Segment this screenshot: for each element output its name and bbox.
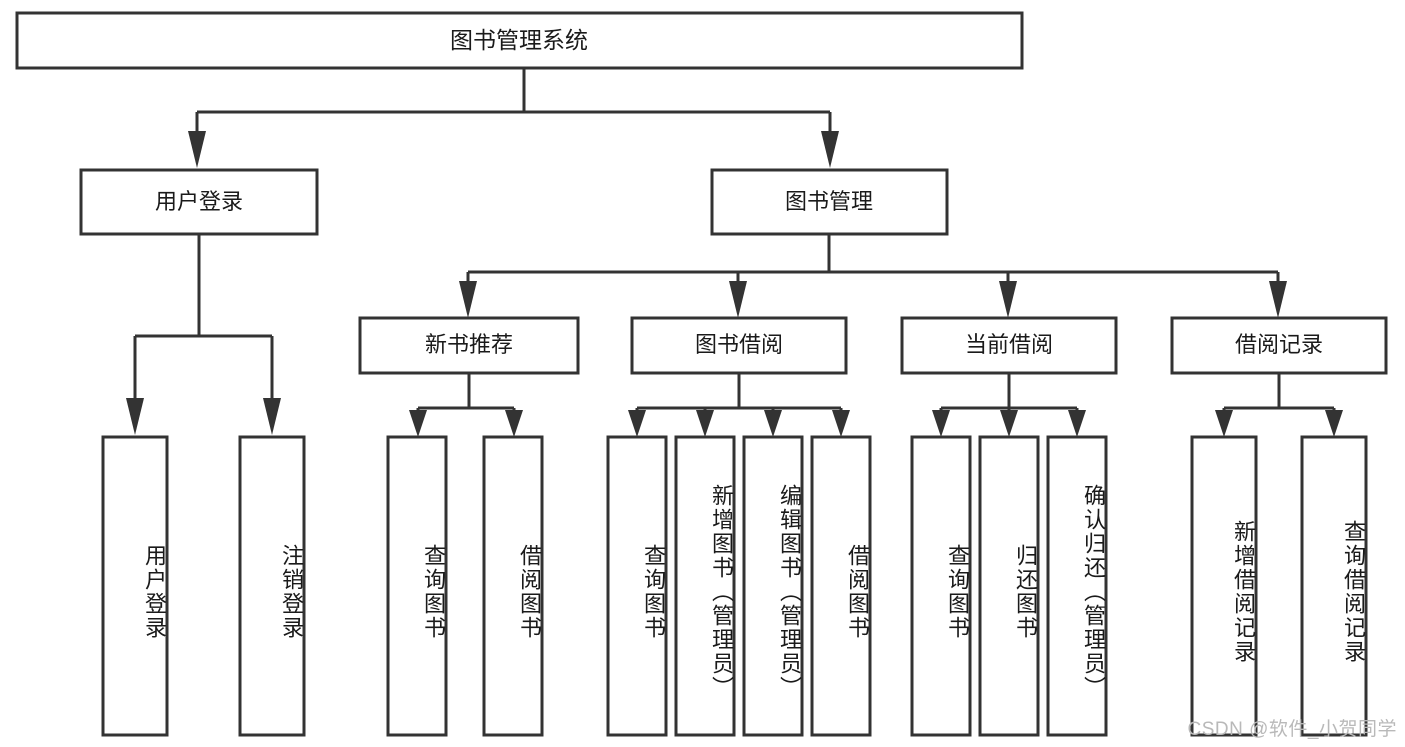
node-book-borrow-label: 图书借阅 — [695, 332, 783, 357]
node-borrow-record-box[interactable] — [1170, 316, 1388, 375]
leaf-box-bb-query[interactable] — [606, 435, 668, 737]
leaf-box-cb-query[interactable] — [910, 435, 972, 737]
arrowhead-user-login — [188, 131, 206, 168]
arrowhead-cb-leaf1 — [932, 410, 950, 437]
node-book-manage-label: 图书管理 — [785, 189, 873, 214]
arrowhead-nb-leaf1 — [409, 410, 427, 437]
leaf-box-logout[interactable] — [238, 435, 306, 737]
node-root-label: 图书管理系统 — [450, 27, 588, 53]
arrowhead-book-manage — [821, 131, 839, 168]
arrowhead-br-leaf1 — [1215, 410, 1233, 437]
arrowhead-bb-leaf1 — [628, 410, 646, 437]
node-book-borrow[interactable]: 图书借阅 — [630, 316, 848, 375]
arrowhead-leaf-user-login — [126, 398, 144, 435]
node-borrow-record-label: 借阅记录 — [1235, 332, 1323, 357]
arrowhead-new-book — [459, 281, 477, 318]
node-user-login[interactable]: 用户登录 — [79, 168, 319, 236]
node-root-box[interactable] — [15, 11, 1024, 70]
node-current-borrow[interactable]: 当前借阅 — [900, 316, 1118, 375]
arrowhead-cb-leaf2 — [1000, 410, 1018, 437]
leaf-box-cb-confirm[interactable] — [1046, 435, 1108, 737]
node-current-borrow-box[interactable] — [900, 316, 1118, 375]
arrowhead-current-borrow — [999, 281, 1017, 318]
leaf-box-br-query[interactable] — [1300, 435, 1368, 737]
leaf-box-bb-borrow[interactable] — [810, 435, 872, 737]
arrowhead-bb-leaf4 — [832, 410, 850, 437]
arrowhead-nb-leaf2 — [505, 410, 523, 437]
node-root[interactable]: 图书管理系统 — [15, 11, 1024, 70]
arrowhead-book-borrow — [729, 281, 747, 318]
arrowhead-cb-leaf3 — [1068, 410, 1086, 437]
node-new-book-recommend[interactable]: 新书推荐 — [358, 316, 580, 375]
node-book-borrow-box[interactable] — [630, 316, 848, 375]
node-book-manage-box[interactable] — [710, 168, 949, 236]
node-current-borrow-label: 当前借阅 — [965, 332, 1053, 357]
arrowhead-leaf-logout — [263, 398, 281, 435]
leaf-box-bb-add[interactable] — [674, 435, 736, 737]
leaf-box-nb-query[interactable] — [386, 435, 448, 737]
leaf-box-cb-return[interactable] — [978, 435, 1040, 737]
arrowhead-borrow-record — [1269, 281, 1287, 318]
node-new-book-recommend-box[interactable] — [358, 316, 580, 375]
leaf-box-br-add[interactable] — [1190, 435, 1258, 737]
arrowhead-br-leaf2 — [1325, 410, 1343, 437]
node-new-book-recommend-label: 新书推荐 — [425, 332, 513, 357]
node-user-login-label: 用户登录 — [155, 189, 243, 214]
leaf-box-user-login[interactable] — [101, 435, 169, 737]
arrowhead-bb-leaf2 — [696, 410, 714, 437]
leaf-box-bb-edit[interactable] — [742, 435, 804, 737]
node-borrow-record[interactable]: 借阅记录 — [1170, 316, 1388, 375]
csdn-watermark: CSDN @软件_小贺同学 — [1187, 719, 1397, 740]
arrowhead-bb-leaf3 — [764, 410, 782, 437]
leaf-box-nb-borrow[interactable] — [482, 435, 544, 737]
node-book-manage[interactable]: 图书管理 — [710, 168, 949, 236]
